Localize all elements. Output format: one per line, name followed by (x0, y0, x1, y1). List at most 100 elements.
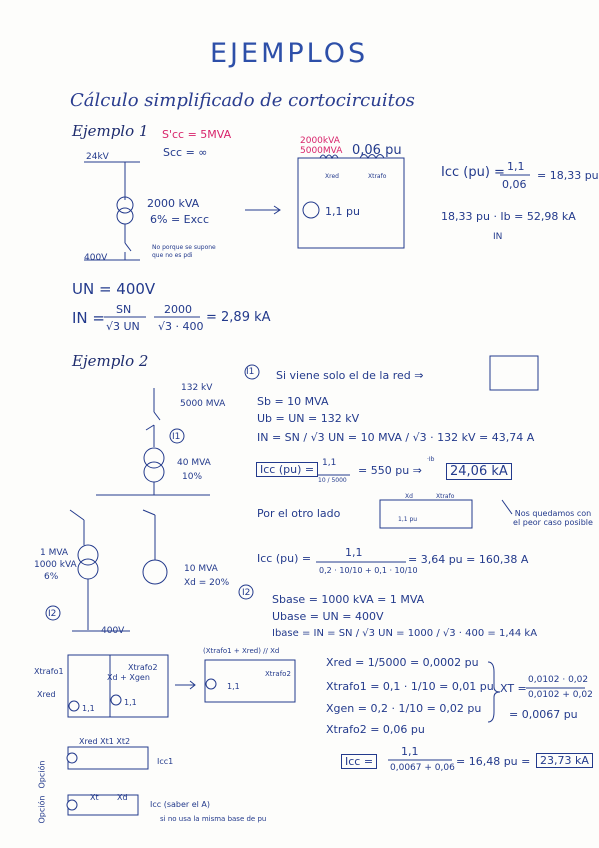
sch-xred: Xred (37, 690, 56, 699)
ub: Ub = UN = 132 kV (257, 412, 360, 425)
xtrafo-coil (359, 154, 385, 160)
sb: Sb = 10 MVA (257, 395, 329, 408)
t3-coil-b (77, 558, 99, 580)
icc1-frac-den: 10 / 5000 (318, 477, 347, 484)
icc1-lhs: Icc (pu) = (256, 462, 319, 477)
icc1-frac-num: 1,1 (322, 458, 337, 468)
v-top: 132 kV (181, 383, 213, 393)
ej2-arrow-down (153, 411, 161, 421)
i1-small-circle (169, 428, 185, 444)
icc-final-ka: 23,73 kA (536, 753, 593, 768)
xd-small: Xd (405, 493, 413, 500)
ejemplo1-heading: Ejemplo 1 (72, 122, 149, 140)
t1-coil-b (116, 207, 134, 225)
opt2-xd: Xd (117, 793, 128, 802)
t2-coil-a (143, 447, 165, 469)
un-eq: UN = 400V (72, 280, 156, 298)
sch1-arrow-head (189, 680, 196, 690)
opt2-box (67, 794, 139, 816)
i1-circle (244, 364, 260, 380)
icc2-res: = 3,64 pu = 160,38 A (408, 553, 529, 566)
sch-src1: 1,1 (82, 704, 95, 713)
note-line1: No porque se supone (152, 244, 216, 251)
ej2-switch1 (145, 424, 155, 431)
mini-box1 (489, 355, 539, 391)
xtrafo2-eq: Xtrafo2 = 0,06 pu (326, 723, 425, 736)
icc-final-lhs: Icc = (341, 754, 378, 769)
ej1-switch (124, 242, 132, 252)
sch2-src (205, 678, 217, 690)
in-res: = 2,89 kA (206, 310, 271, 325)
v-lo-label: 400V (84, 253, 108, 263)
xred-coil (319, 154, 339, 160)
mini-box2 (379, 499, 473, 529)
xt-brace (487, 661, 501, 723)
ej2-switch-right (142, 509, 156, 516)
icc-final-den: 0,0067 + 0,06 (390, 763, 455, 773)
i2-label: I2 (48, 609, 57, 619)
section-heading: Cálculo simplificado de cortocircuitos (70, 90, 415, 111)
source-val: 1,1 pu (325, 205, 360, 218)
xtrafo1-eq: Xtrafo1 = 0,1 · 1/10 = 0,01 pu (326, 680, 494, 693)
scc-5mva: S'cc = 5MVA (162, 128, 232, 141)
opt1-src (66, 752, 78, 764)
ejemplo2-heading: Ejemplo 2 (72, 352, 149, 370)
t2-rating1: 1 MVA (40, 548, 69, 558)
icc-res: = 18,33 pu (537, 169, 599, 182)
s-top: 5000 MVA (180, 399, 226, 409)
icc1-res: = 550 pu ⇒ (358, 464, 422, 477)
icc2-den: 0,2 · 10/10 + 0,1 · 10/10 (319, 566, 418, 575)
in-f1-num: SN (116, 303, 132, 316)
opt2-xt: Xt (90, 793, 99, 802)
sch1-src1 (68, 700, 80, 712)
in-f2-den: √3 · 400 (158, 320, 204, 333)
ej2-switch-left (69, 509, 85, 521)
sch-xdgen: Xd + Xgen (107, 673, 150, 682)
in-f2-num: 2000 (164, 303, 192, 316)
t2-rating2: 1000 kVA (34, 560, 77, 570)
in-lhs: IN = (72, 309, 105, 327)
xt-den: 0,0102 + 0,02 (528, 690, 593, 700)
opt2-icc: Icc (saber el A) (150, 800, 211, 809)
xgen-eq: Xgen = 0,2 · 1/10 = 0,02 pu (326, 702, 482, 715)
icc-final-num: 1,1 (401, 745, 419, 758)
sch-xtrafo1: Xtrafo1 (34, 667, 64, 676)
opt1-icc: Icc1 (157, 757, 174, 766)
xt-res: = 0,0067 pu (509, 708, 578, 721)
sch1-src2 (110, 694, 122, 706)
t1-rating: 2000 kVA (147, 197, 200, 210)
t1-coil-a (116, 196, 134, 214)
xred-label: Xred (325, 173, 339, 180)
otro-lado: Por el otro lado (257, 507, 341, 520)
quedamos-arrow (501, 499, 513, 515)
ej1-circuit-box (297, 157, 405, 249)
i1-circle-text: I1 (246, 367, 255, 377)
icc1-ib: ·Ib (427, 456, 435, 463)
t1-pct: 10% (182, 472, 203, 482)
xred-eq: Xred = 1/5000 = 0,0002 pu (326, 656, 479, 669)
xtrafo-small: Xtrafo (436, 493, 455, 500)
gen-xd: Xd = 20% (184, 578, 230, 588)
sbase: Sbase = 1000 kVA = 1 MVA (272, 593, 425, 606)
t3-coil-a (77, 544, 99, 566)
ibase: Ibase = IN = SN / √3 UN = 1000 / √3 · 40… (272, 628, 538, 639)
src-small: 1,1 pu (398, 516, 418, 523)
sch-xtrafo2: Xtrafo2 (128, 663, 158, 672)
ej1-arrow-head (273, 205, 281, 215)
icc-ka: 18,33 pu · Ib = 52,98 kA (441, 210, 576, 223)
page-title: Ejemplos (210, 38, 369, 69)
v-hi-label: 24kV (86, 152, 109, 162)
i2-circle-text: I2 (242, 588, 251, 598)
opt1-box (67, 746, 149, 770)
xt-lhs: XT = (500, 682, 527, 695)
t1-rating2: 40 MVA (177, 458, 211, 468)
t1-ecc: 6% = Excc (150, 213, 210, 226)
sch2-top: (Xtrafo1 + Xred) // Xd (203, 647, 280, 655)
icc2-num: 1,1 (345, 546, 363, 559)
icc-num: 1,1 (507, 160, 525, 173)
gen-rating: 10 MVA (184, 564, 218, 574)
sch1-box (67, 654, 169, 718)
circuit-ratio-bot: 5000MVA (300, 146, 343, 156)
opt2-src (66, 799, 78, 811)
